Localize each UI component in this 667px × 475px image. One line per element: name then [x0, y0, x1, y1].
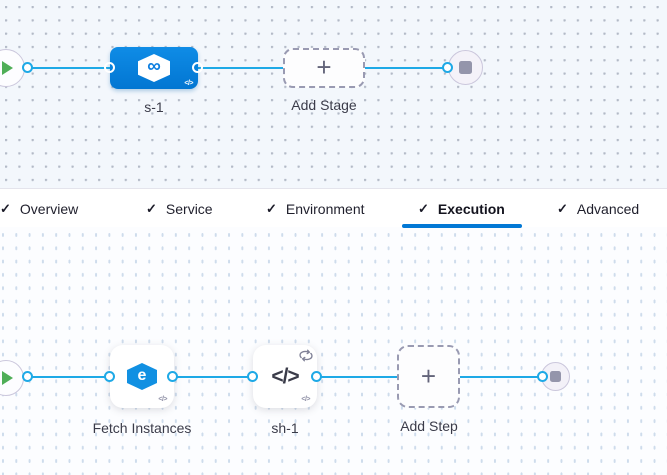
stage-connector-line	[28, 67, 448, 69]
stop-icon	[459, 61, 472, 74]
check-icon: ✓	[146, 201, 157, 216]
connector-port	[167, 371, 178, 382]
elastigroup-letter: e	[137, 367, 147, 384]
step-label-fetch-instances: Fetch Instances	[92, 420, 192, 436]
active-tab-underline	[402, 224, 522, 228]
tab-environment[interactable]: ✓ Environment	[266, 189, 365, 228]
play-icon	[2, 61, 13, 75]
config-tabs: ✓ Overview ✓ Service ✓ Environment ✓ Exe…	[0, 188, 667, 228]
connector-port	[104, 371, 115, 382]
step-node-fetch-instances[interactable]: e </>	[110, 345, 174, 408]
elastigroup-icon: e	[127, 363, 157, 390]
step-label-sh1: sh-1	[271, 420, 299, 436]
cd-stage-icon: ∞	[138, 54, 170, 82]
connector-port	[22, 62, 33, 73]
check-icon: ✓	[557, 201, 568, 216]
tab-label: Execution	[437, 200, 505, 217]
add-stage-label: Add Stage	[291, 97, 357, 113]
shell-script-icon: </>	[271, 364, 299, 388]
stop-icon	[550, 371, 561, 382]
code-badge-icon: </>	[301, 396, 310, 403]
add-step-label: Add Step	[400, 418, 458, 434]
pipeline-end-node	[448, 50, 483, 85]
connector-port	[192, 62, 203, 73]
connector-port	[247, 371, 258, 382]
add-step-button[interactable]: +	[397, 345, 460, 408]
tab-label: Environment	[285, 200, 365, 217]
connector-port	[311, 371, 322, 382]
execution-start-node	[0, 360, 24, 396]
execution-canvas[interactable]: e </> Fetch Instances </> </> sh-1 + Add…	[0, 227, 667, 475]
tab-advanced[interactable]: ✓ Advanced	[557, 189, 639, 228]
loop-strategy-icon	[299, 349, 313, 362]
check-icon: ✓	[418, 201, 429, 216]
stage-node-s1[interactable]: ∞ </>	[110, 47, 198, 89]
tab-execution[interactable]: ✓ Execution	[418, 189, 505, 228]
tab-service[interactable]: ✓ Service	[146, 189, 213, 228]
check-icon: ✓	[0, 201, 11, 216]
tab-label: Advanced	[576, 200, 640, 217]
check-icon: ✓	[266, 201, 277, 216]
connector-port	[537, 371, 548, 382]
play-icon	[2, 371, 13, 385]
code-badge-icon: </>	[158, 396, 167, 403]
connector-port	[104, 62, 115, 73]
tab-label: Service	[165, 200, 213, 217]
infinity-icon: ∞	[147, 56, 161, 77]
plus-icon: +	[420, 360, 437, 391]
tab-label: Overview	[19, 200, 79, 217]
connector-port	[442, 62, 453, 73]
pipeline-start-node	[0, 49, 25, 87]
stage-canvas[interactable]: ∞ </> s-1 + Add Stage	[0, 0, 667, 188]
tab-overview[interactable]: ✓ Overview	[0, 189, 78, 228]
add-stage-button[interactable]: +	[283, 48, 365, 88]
plus-icon: +	[316, 52, 332, 82]
code-badge-icon: </>	[184, 80, 193, 87]
connector-port	[22, 371, 33, 382]
step-node-sh1[interactable]: </> </>	[253, 345, 317, 408]
stage-label: s-1	[144, 99, 164, 115]
